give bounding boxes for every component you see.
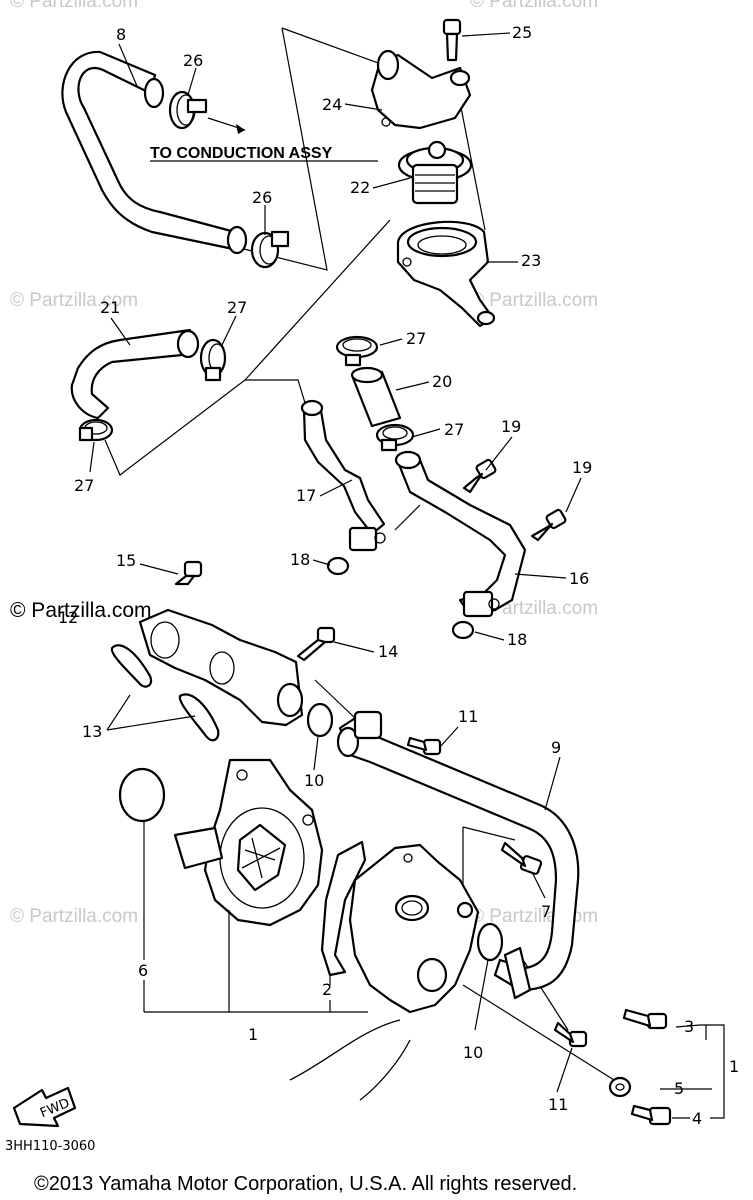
hose-part-20[interactable] xyxy=(350,366,402,428)
callout-numbers: 8 26 26 25 24 22 23 21 27 27 20 27 27 19… xyxy=(10,23,739,1128)
callout-11: 11 xyxy=(458,707,478,726)
hose-part-8[interactable] xyxy=(61,50,248,255)
watermark-text: © Partzilla.com xyxy=(10,290,138,311)
o-ring-part-10[interactable] xyxy=(306,702,334,738)
bolt-part-19[interactable] xyxy=(462,458,497,494)
watermark-text: © Partzilla.com xyxy=(10,906,138,927)
watermarks: © Partzilla.com © Partzilla.com © Partzi… xyxy=(10,0,598,927)
pipe-part-9[interactable] xyxy=(336,710,580,1000)
bolt-part-19[interactable] xyxy=(530,508,567,542)
hose-clamp-part-27[interactable] xyxy=(199,338,227,382)
callout-12: 12 xyxy=(58,608,78,627)
direction-arrow xyxy=(207,117,246,134)
callout-14: 14 xyxy=(378,642,398,661)
callout-10: 10 xyxy=(463,1043,483,1062)
bolt-part-3[interactable] xyxy=(622,1008,668,1030)
callout-26: 26 xyxy=(252,188,272,207)
thermostat-part-22[interactable] xyxy=(397,140,473,205)
o-ring-part-18[interactable] xyxy=(451,620,475,640)
bolt-part-11[interactable] xyxy=(553,1021,588,1048)
lower-hose-fragment xyxy=(289,1019,411,1101)
hose-clamp-part-27[interactable] xyxy=(78,418,114,442)
water-pump-assy-part-1[interactable] xyxy=(173,758,324,927)
callout-17: 17 xyxy=(296,486,316,505)
callout-27: 27 xyxy=(74,476,94,495)
callout-21: 21 xyxy=(100,298,120,317)
callout-19: 19 xyxy=(501,417,521,436)
callout-26: 26 xyxy=(183,51,203,70)
leader-lines xyxy=(89,32,725,1119)
callout-2: 2 xyxy=(322,980,332,999)
callout-13: 13 xyxy=(82,722,102,741)
callout-16: 16 xyxy=(569,569,589,588)
hose-part-21[interactable] xyxy=(70,328,200,420)
callout-20: 20 xyxy=(432,372,452,391)
callout-1: 1 xyxy=(729,1057,739,1076)
callout-27: 27 xyxy=(444,420,464,439)
callout-11: 11 xyxy=(548,1095,568,1114)
destination-label: TO CONDUCTION ASSY xyxy=(150,145,333,162)
bolt-part-14[interactable] xyxy=(296,626,336,662)
callout-6: 6 xyxy=(138,961,148,980)
thermostat-housing-part-23[interactable] xyxy=(396,220,496,328)
forward-direction-icon: FWD xyxy=(12,1086,77,1128)
hose-clamp-part-26[interactable] xyxy=(168,90,208,130)
callout-18: 18 xyxy=(507,630,527,649)
callout-5: 5 xyxy=(674,1079,684,1098)
callout-25: 25 xyxy=(512,23,532,42)
callout-22: 22 xyxy=(350,178,370,197)
watermark-text: © Partzilla.com xyxy=(470,290,598,311)
callout-8: 8 xyxy=(116,25,126,44)
gasket-part-13[interactable] xyxy=(110,644,153,688)
hose-clamp-part-27[interactable] xyxy=(335,335,379,367)
watermark-text: © Partzilla.com xyxy=(470,0,598,12)
callout-27: 27 xyxy=(227,298,247,317)
callout-18: 18 xyxy=(290,550,310,569)
bolt-part-7[interactable] xyxy=(500,841,543,875)
callout-4: 4 xyxy=(692,1109,702,1128)
pump-housing-cover[interactable] xyxy=(348,843,480,1014)
copyright-notice: ©2013 Yamaha Motor Corporation, U.S.A. A… xyxy=(34,1173,577,1195)
thermostat-cover-part-24[interactable] xyxy=(370,49,472,130)
callout-24: 24 xyxy=(322,95,342,114)
o-ring-part-6[interactable] xyxy=(118,767,166,823)
o-ring-part-10[interactable] xyxy=(476,922,504,962)
callout-1: 1 xyxy=(248,1025,258,1044)
bolt-part-15[interactable] xyxy=(174,560,203,586)
callout-23: 23 xyxy=(521,251,541,270)
washer-part-5[interactable] xyxy=(608,1076,632,1098)
drawing-code: 3HH110-3060 xyxy=(5,1139,95,1154)
fitting-part-12[interactable] xyxy=(138,608,304,727)
callout-19: 19 xyxy=(572,458,592,477)
callout-3: 3 xyxy=(684,1017,694,1036)
pipe-part-16[interactable] xyxy=(394,450,527,618)
gasket-part-13[interactable] xyxy=(178,693,220,742)
callout-10: 10 xyxy=(304,771,324,790)
o-ring-part-18[interactable] xyxy=(326,556,350,576)
pipe-part-17[interactable] xyxy=(300,399,386,552)
gasket-part-2[interactable] xyxy=(320,840,367,977)
callout-9: 9 xyxy=(551,738,561,757)
callout-27: 27 xyxy=(406,329,426,348)
hose-clamp-part-26[interactable] xyxy=(250,230,290,269)
bolt-part-4[interactable] xyxy=(630,1104,672,1126)
watermark-text: © Partzilla.com xyxy=(10,0,138,12)
callout-7: 7 xyxy=(541,902,551,921)
watermark-dark: © Partzilla.com xyxy=(10,599,152,622)
hose-clamp-part-27[interactable] xyxy=(375,423,415,452)
callout-15: 15 xyxy=(116,551,136,570)
bolt-part-25[interactable] xyxy=(442,18,462,62)
